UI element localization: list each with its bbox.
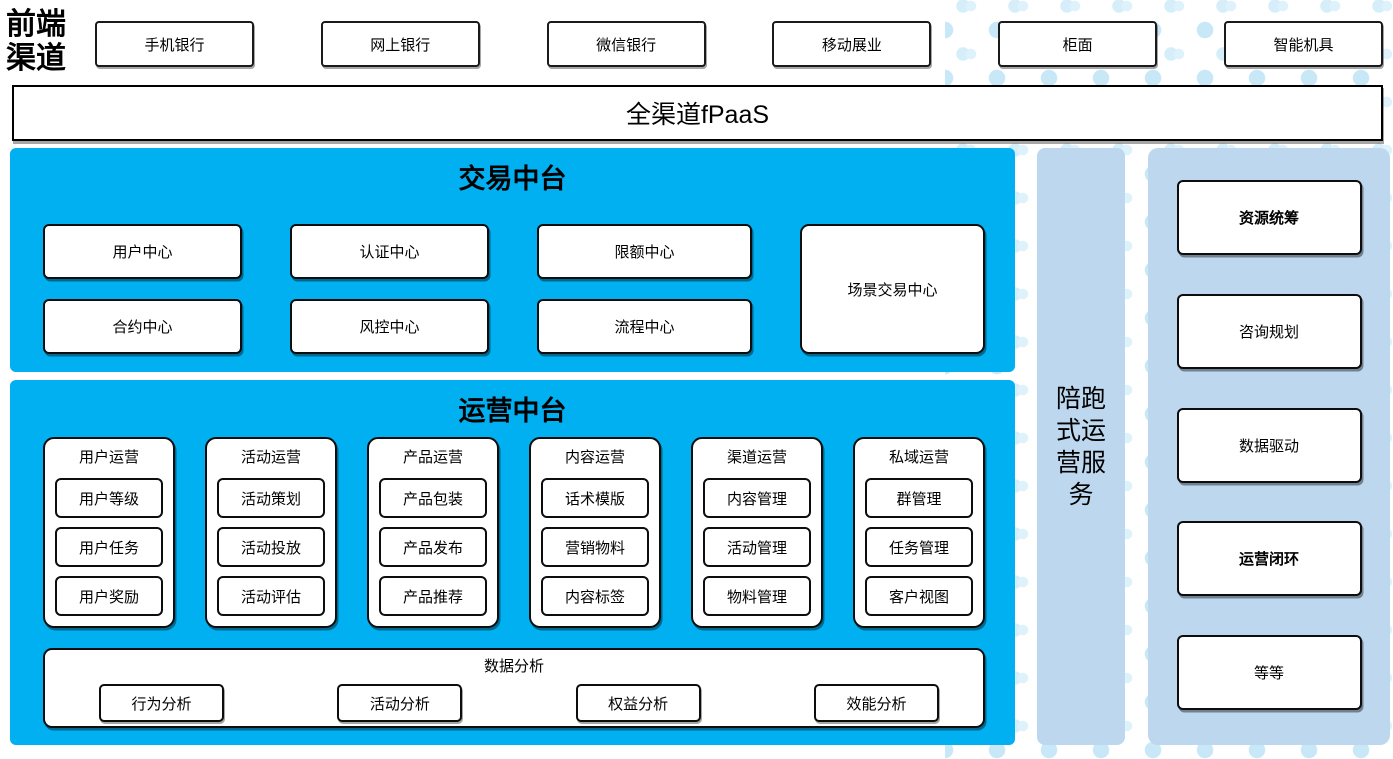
group-item: 产品推荐 — [379, 576, 487, 616]
box-auth-center: 认证中心 — [290, 224, 489, 279]
operation-groups: 用户运营 用户等级 用户任务 用户奖励 活动运营 活动策划 活动投放 活动评估 … — [43, 437, 985, 628]
group-title: 私域运营 — [888, 449, 949, 466]
group-content-operation: 内容运营 话术模版 营销物料 内容标签 — [529, 437, 661, 628]
channel-box-wechat-banking: 微信银行 — [546, 21, 706, 67]
box-consulting-planning: 咨询规划 — [1176, 293, 1362, 369]
data-analysis-row: 行为分析 活动分析 权益分析 效能分析 — [99, 684, 939, 722]
fpaas-bar: 全渠道fPaaS — [12, 85, 1383, 141]
group-item: 产品发布 — [379, 527, 487, 567]
data-analysis-strip: 数据分析 行为分析 活动分析 权益分析 效能分析 — [43, 648, 985, 728]
group-item: 活动管理 — [703, 527, 811, 567]
box-efficiency-analysis: 效能分析 — [813, 684, 939, 722]
channel-box-online-banking: 网上银行 — [320, 21, 480, 67]
group-product-operation: 产品运营 产品包装 产品发布 产品推荐 — [367, 437, 499, 628]
group-item: 用户任务 — [55, 527, 163, 567]
group-title: 内容运营 — [564, 449, 625, 466]
front-channel-label: 前端 渠道 — [6, 8, 90, 76]
box-operation-closed-loop: 运营闭环 — [1176, 521, 1362, 597]
group-item: 内容管理 — [703, 478, 811, 518]
group-item: 群管理 — [865, 478, 973, 518]
box-scene-transaction-center: 场景交易中心 — [799, 224, 985, 354]
group-item: 用户奖励 — [55, 576, 163, 616]
group-item: 活动策划 — [217, 478, 325, 518]
group-channel-operation: 渠道运营 内容管理 活动管理 物料管理 — [691, 437, 823, 628]
group-title: 活动运营 — [240, 449, 301, 466]
group-item: 客户视图 — [865, 576, 973, 616]
operation-platform-panel: 运营中台 用户运营 用户等级 用户任务 用户奖励 活动运营 活动策划 活动投放 … — [10, 380, 1015, 745]
channel-box-mobile-marketing: 移动展业 — [772, 21, 932, 67]
channel-box-mobile-banking: 手机银行 — [95, 21, 254, 67]
channel-row: 手机银行 网上银行 微信银行 移动展业 柜面 智能机具 — [95, 21, 1383, 67]
group-item: 物料管理 — [703, 576, 811, 616]
box-etc: 等等 — [1176, 635, 1362, 710]
box-resource-coordination: 资源统筹 — [1176, 180, 1362, 255]
box-user-center: 用户中心 — [43, 224, 242, 279]
group-title: 产品运营 — [402, 449, 463, 466]
group-item: 活动评估 — [217, 576, 325, 616]
box-contract-center: 合约中心 — [43, 299, 242, 354]
group-private-domain-operation: 私域运营 群管理 任务管理 客户视图 — [853, 437, 985, 628]
group-item: 话术模版 — [541, 478, 649, 518]
operation-platform-title: 运营中台 — [458, 396, 567, 426]
box-limit-center: 限额中心 — [537, 224, 752, 279]
group-item: 用户等级 — [55, 478, 163, 518]
group-activity-operation: 活动运营 活动策划 活动投放 活动评估 — [205, 437, 337, 628]
data-analysis-title: 数据分析 — [483, 658, 544, 675]
channel-box-smart-devices: 智能机具 — [1223, 21, 1383, 67]
group-item: 产品包装 — [379, 478, 487, 518]
box-benefit-analysis: 权益分析 — [575, 684, 701, 722]
transaction-platform-grid: 用户中心 认证中心 限额中心 场景交易中心 合约中心 风控中心 流程中心 — [43, 224, 985, 354]
group-item: 任务管理 — [865, 527, 973, 567]
group-user-operation: 用户运营 用户等级 用户任务 用户奖励 — [43, 437, 175, 628]
box-risk-center: 风控中心 — [290, 299, 489, 354]
right-service-panel: 资源统筹 咨询规划 数据驱动 运营闭环 等等 — [1148, 148, 1390, 745]
channel-box-counter: 柜面 — [998, 21, 1158, 67]
box-behavior-analysis: 行为分析 — [99, 684, 224, 722]
group-title: 用户运营 — [78, 449, 139, 466]
transaction-platform-title: 交易中台 — [458, 164, 567, 194]
group-title: 渠道运营 — [726, 449, 787, 466]
accompanying-service-label: 陪跑式运营服务 — [1055, 384, 1106, 509]
front-channel-label-line2: 渠道 — [6, 42, 66, 75]
box-process-center: 流程中心 — [537, 299, 752, 354]
box-data-driven: 数据驱动 — [1176, 407, 1362, 483]
transaction-platform-panel: 交易中台 用户中心 认证中心 限额中心 场景交易中心 合约中心 风控中心 流程中… — [10, 148, 1015, 372]
fpaas-label: 全渠道fPaaS — [625, 101, 770, 129]
group-item: 活动投放 — [217, 527, 325, 567]
accompanying-service-bar: 陪跑式运营服务 — [1037, 148, 1125, 745]
group-item: 营销物料 — [541, 527, 649, 567]
box-activity-analysis: 活动分析 — [337, 684, 463, 722]
group-item: 内容标签 — [541, 576, 649, 616]
front-channel-label-line1: 前端 — [6, 8, 66, 41]
